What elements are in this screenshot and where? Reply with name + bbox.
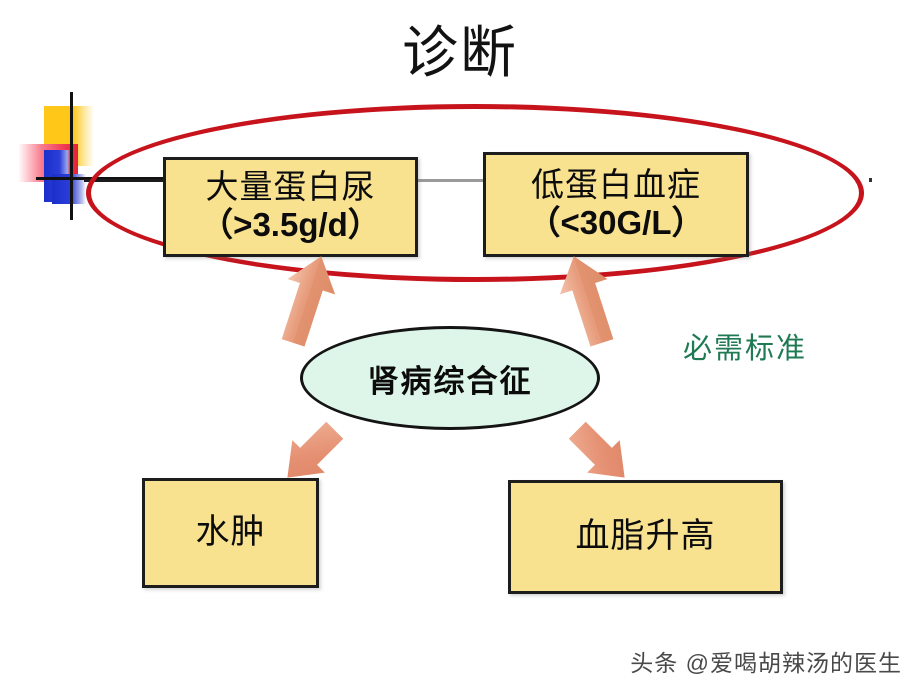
arrow-to-edema (287, 421, 344, 478)
node-nephrotic-syndrome[interactable]: 肾病综合征 (300, 326, 600, 430)
decorative-dot (869, 178, 872, 182)
annotation-required-criteria: 必需标准 (683, 333, 808, 365)
node-proteinuria[interactable]: 大量蛋白尿 （>3.5g/d） (163, 157, 418, 257)
arrow-to-hypoalbuminemia (559, 256, 614, 347)
node-hyperlipidemia[interactable]: 血脂升高 (508, 480, 783, 594)
node-edema[interactable]: 水肿 (142, 478, 319, 588)
node-proteinuria-line2: （>3.5g/d） (200, 206, 381, 243)
watermark: 头条 @爱喝胡辣汤的医生 (630, 650, 902, 676)
node-hypoalbuminemia-line1: 低蛋白血症 (531, 167, 701, 204)
node-hypoalbuminemia[interactable]: 低蛋白血症 （<30G/L） (483, 152, 749, 257)
node-nephrotic-syndrome-label: 肾病综合征 (367, 363, 533, 399)
node-hyperlipidemia-label: 血脂升高 (575, 517, 716, 555)
node-hypoalbuminemia-line2: （<30G/L） (527, 203, 705, 241)
arrow-to-hyperlipidemia (568, 421, 625, 478)
node-proteinuria-line1: 大量蛋白尿 (205, 170, 376, 207)
node-edema-label: 水肿 (195, 513, 266, 551)
arrow-to-proteinuria (281, 256, 336, 347)
page-title: 诊断 (402, 23, 518, 85)
red-ellipse-highlight (86, 104, 864, 282)
logo-vertical-line (70, 92, 73, 220)
